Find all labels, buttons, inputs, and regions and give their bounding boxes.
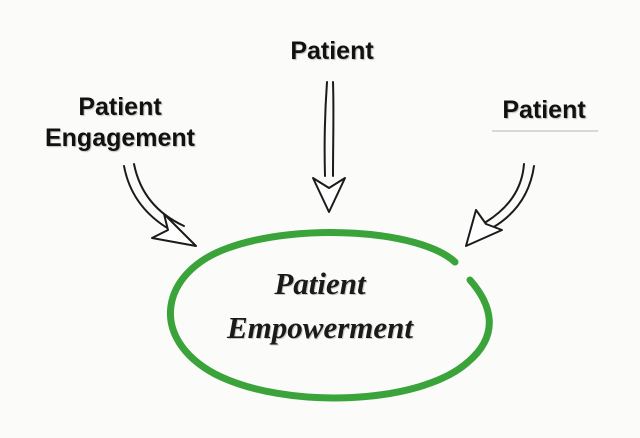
label-left-line-2: Engagement <box>44 124 196 152</box>
arrow-top <box>312 81 346 213</box>
arrow-right <box>465 163 535 247</box>
label-left-line-1: Patient <box>78 93 162 121</box>
center-title-line-2: Empowerment <box>226 310 413 345</box>
label-right-patient: Patient <box>502 96 586 124</box>
center-title-line-1: Patient <box>274 266 366 301</box>
arrow-left <box>123 163 197 247</box>
label-top-patient: Patient <box>290 37 374 65</box>
center-ellipse <box>166 229 493 402</box>
label-patient-engagement: Patient Engagement <box>30 92 210 154</box>
